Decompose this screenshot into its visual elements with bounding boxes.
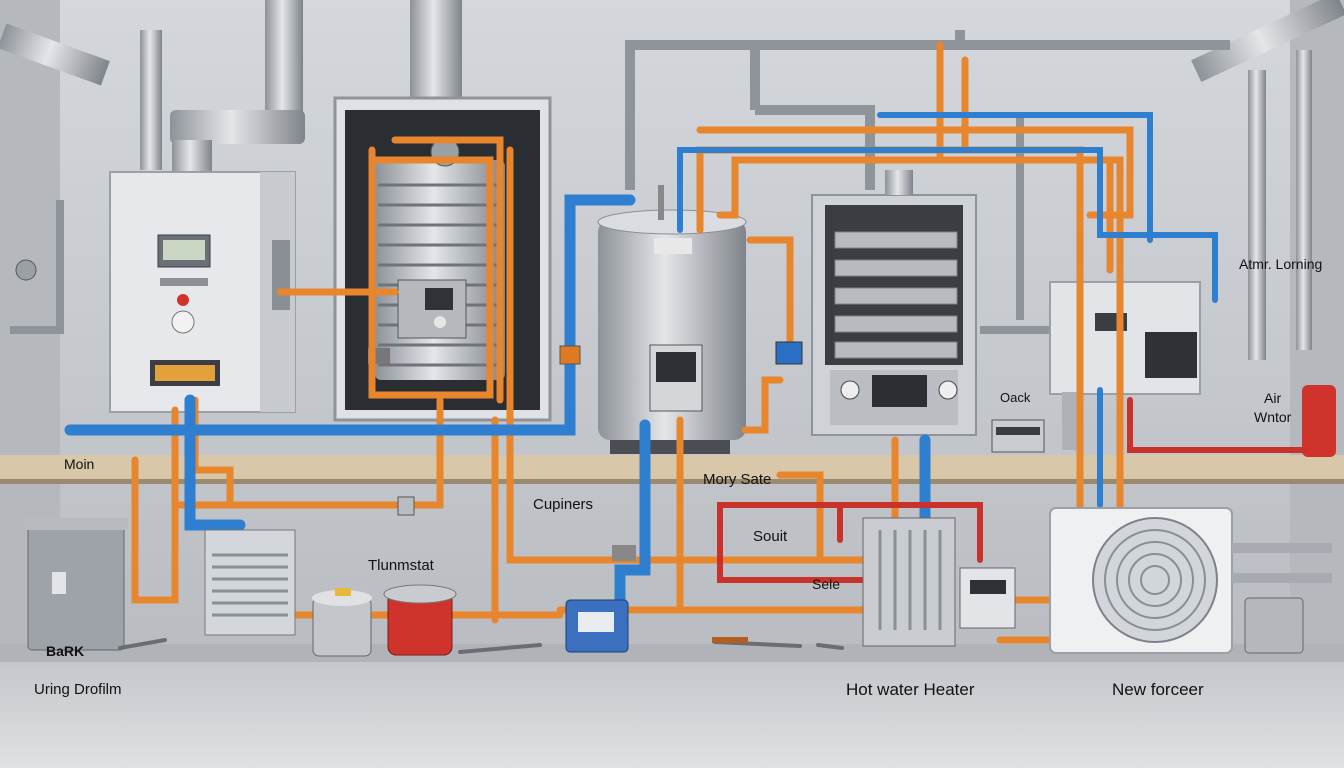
label-mory-sate: Mory Sate [703, 471, 772, 488]
label-bottom-right: New forceer [1112, 680, 1204, 699]
label-souit: Souit [753, 528, 788, 545]
label-air: Air [1264, 390, 1282, 406]
label-main: Moin [64, 456, 95, 472]
label-cupiners: Cupiners [533, 496, 594, 513]
label-wntor: Wntor [1254, 409, 1292, 425]
label-thermostat: Tlunmstat [368, 557, 434, 574]
filter-canister [312, 597, 372, 657]
label-bottom-left: Uring Drofilm [34, 681, 122, 698]
duct-left [140, 30, 162, 170]
label-bottom-center: Hot water Heater [846, 680, 975, 699]
exhaust-flue [410, 0, 462, 115]
water-heater-tank [598, 220, 746, 440]
floor [0, 660, 1344, 768]
expansion-tank [1302, 385, 1336, 457]
heat-exchanger [375, 160, 505, 380]
air-handler [204, 529, 296, 636]
label-sele: Sele [812, 576, 841, 592]
hot-water-pipes [717, 397, 1308, 583]
duct-elbow [170, 110, 305, 144]
duct-vertical [265, 0, 303, 120]
label-oack: Oack [1000, 390, 1031, 405]
trash-bin [27, 521, 125, 651]
label-top-right: Atmr. Lorning [1239, 256, 1323, 272]
label-bark: BaRK [46, 643, 85, 659]
